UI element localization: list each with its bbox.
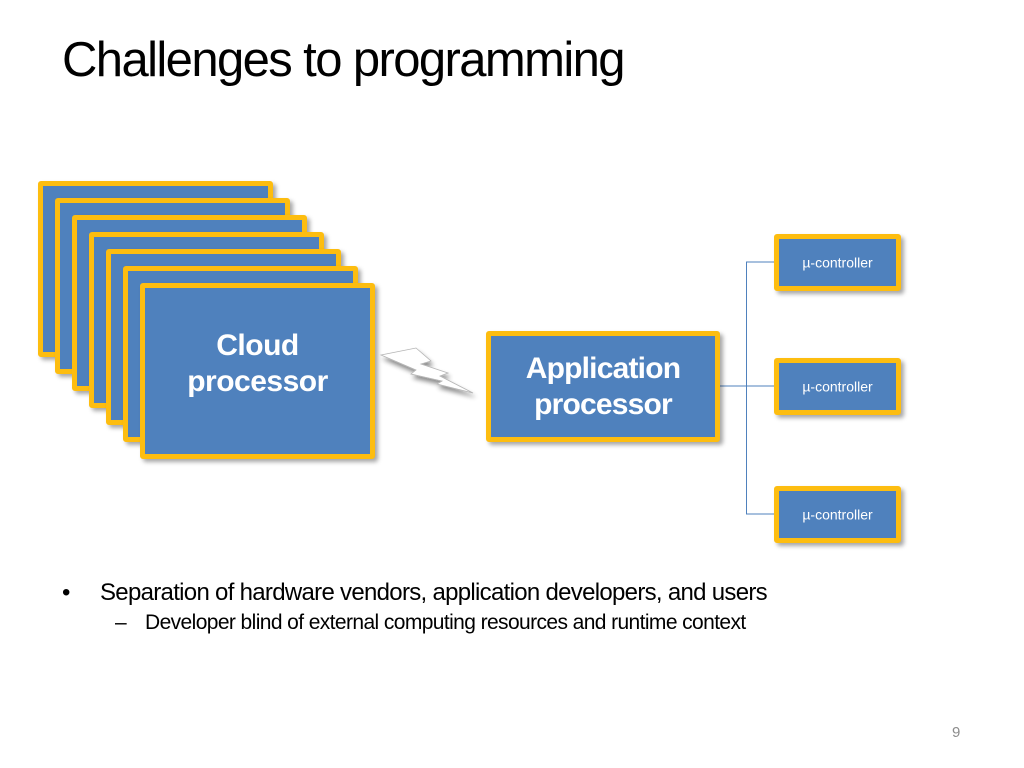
sub-bullet-marker: – bbox=[115, 611, 127, 634]
microcontroller-label: µ-controller bbox=[802, 254, 873, 271]
application-processor-box: Application processor bbox=[486, 331, 720, 442]
sub-bullet-text: Developer blind of external computing re… bbox=[145, 611, 746, 634]
app-label-line2: processor bbox=[534, 387, 673, 421]
bullet-list: • Separation of hardware vendors, applic… bbox=[62, 579, 768, 635]
microcontroller-box: µ-controller bbox=[774, 486, 901, 543]
lightning-bolt-icon bbox=[379, 347, 474, 394]
bullet-text: Separation of hardware vendors, applicat… bbox=[100, 579, 768, 606]
app-label-line1: Application bbox=[525, 351, 681, 385]
sub-bullet-item: – Developer blind of external computing … bbox=[62, 611, 767, 635]
cloud-label-line1: Cloud bbox=[216, 329, 299, 363]
bullet-item: • Separation of hardware vendors, applic… bbox=[62, 579, 768, 607]
microcontroller-box: µ-controller bbox=[774, 358, 901, 415]
cloud-processor-box: Cloud processor bbox=[140, 283, 375, 459]
slide-title: Challenges to programming bbox=[62, 33, 626, 87]
cloud-processor-label: Cloud processor bbox=[145, 328, 370, 400]
cloud-label-line2: processor bbox=[187, 365, 328, 399]
microcontroller-label: µ-controller bbox=[802, 378, 873, 395]
page-number: 9 bbox=[952, 724, 961, 741]
microcontroller-box: µ-controller bbox=[774, 234, 901, 291]
microcontroller-label: µ-controller bbox=[802, 506, 873, 523]
application-processor-label: Application processor bbox=[491, 351, 715, 423]
bullet-marker: • bbox=[62, 579, 70, 606]
